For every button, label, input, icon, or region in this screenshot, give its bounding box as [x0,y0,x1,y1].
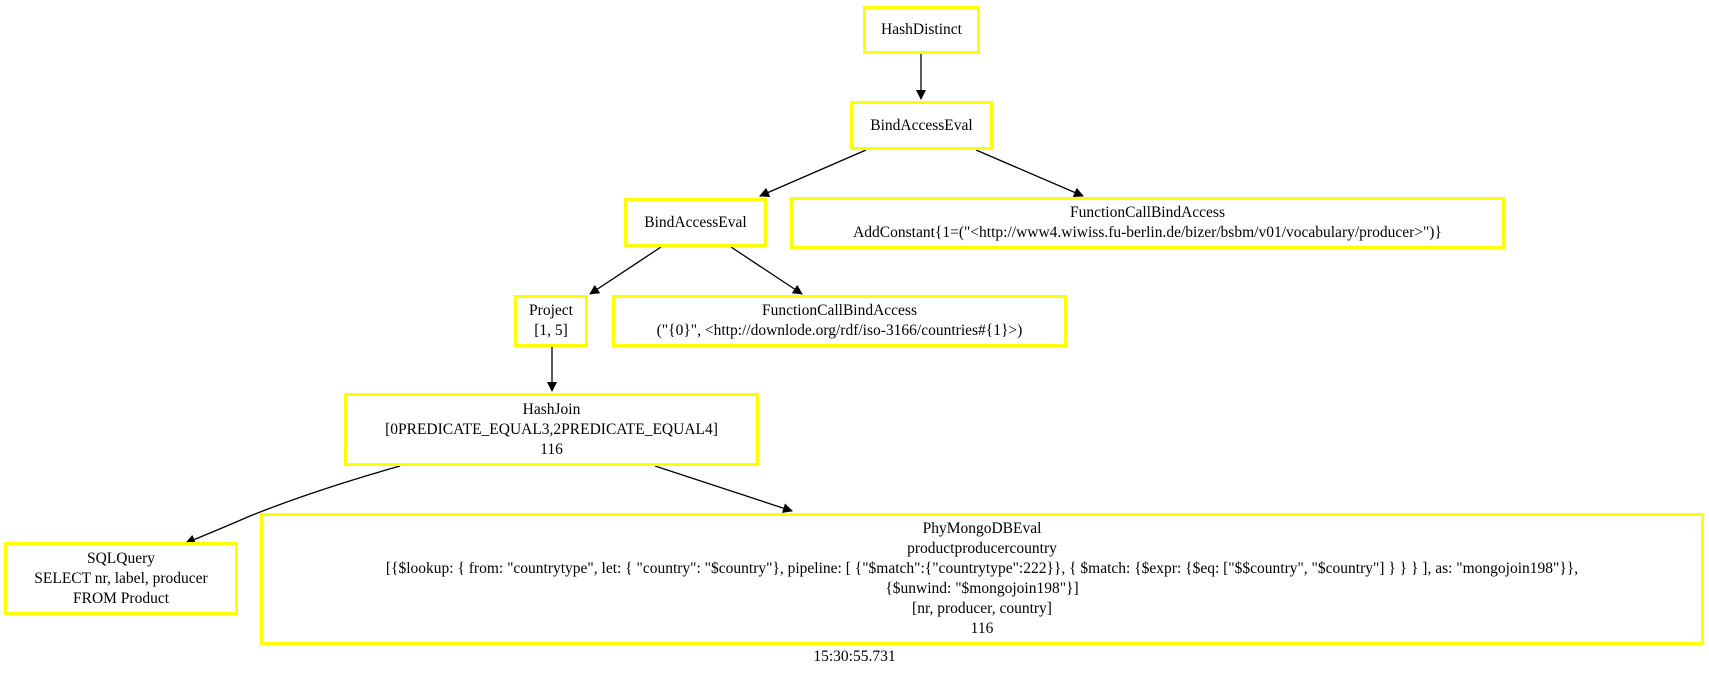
node-detail: [0PREDICATE_EQUAL3,2PREDICATE_EQUAL4] [385,420,718,438]
node-functioncallbindaccess-countries: FunctionCallBindAccess ("{0}", <http://d… [612,295,1067,347]
edge-hashjoin-to-mongo [654,465,793,513]
node-hashdistinct: HashDistinct [863,6,980,54]
edge-bindaccess1-to-bindaccess2 [759,149,867,198]
node-detail: [1, 5] [534,322,568,339]
node-sqlquery: SQLQuery SELECT nr, label, producer FROM… [4,542,238,615]
node-detail: [{$lookup: { from: "countrytype", let: {… [385,560,1579,577]
node-label: BindAccessEval [644,213,747,231]
node-detail: 116 [970,620,994,637]
node-label: BindAccessEval [870,116,973,134]
node-detail: SELECT nr, label, producer [34,569,208,587]
node-label: PhyMongoDBEval [922,520,1042,537]
edge-bindaccess2-to-project [589,246,662,295]
edge-bindaccess1-to-funccall1 [975,149,1084,198]
node-phymongodbeval: PhyMongoDBEval productproducercountry [{… [260,513,1704,645]
node-functioncallbindaccess-producer: FunctionCallBindAccess AddConstant{1=("<… [790,197,1505,249]
node-detail: FROM Product [72,589,170,607]
timestamp-caption: 15:30:55.731 [813,648,896,665]
node-label: HashDistinct [881,21,962,38]
node-bindaccesseval-top: BindAccessEval [850,101,993,150]
node-hashjoin: HashJoin [0PREDICATE_EQUAL3,2PREDICATE_E… [344,393,759,466]
node-label: FunctionCallBindAccess [762,302,917,319]
node-label: Project [529,302,573,319]
node-detail: productproducercountry [907,540,1057,557]
node-project: Project [1, 5] [514,295,588,347]
edge-bindaccess2-to-funccall2 [730,246,803,295]
node-detail: {$unwind: "$mongojoin198"}] [885,580,1079,597]
node-label: SQLQuery [86,549,156,567]
edge-hashjoin-to-sqlquery [185,465,401,545]
node-label: FunctionCallBindAccess [1070,204,1225,221]
node-detail: ("{0}", <http://downlode.org/rdf/iso-316… [656,322,1023,339]
node-bindaccesseval-mid: BindAccessEval [624,198,767,247]
node-detail: AddConstant{1=("<http://www4.wiwiss.fu-b… [853,224,1442,241]
node-detail: [nr, producer, country] [912,600,1052,617]
node-label: HashJoin [522,400,581,418]
node-detail: 116 [540,440,563,458]
